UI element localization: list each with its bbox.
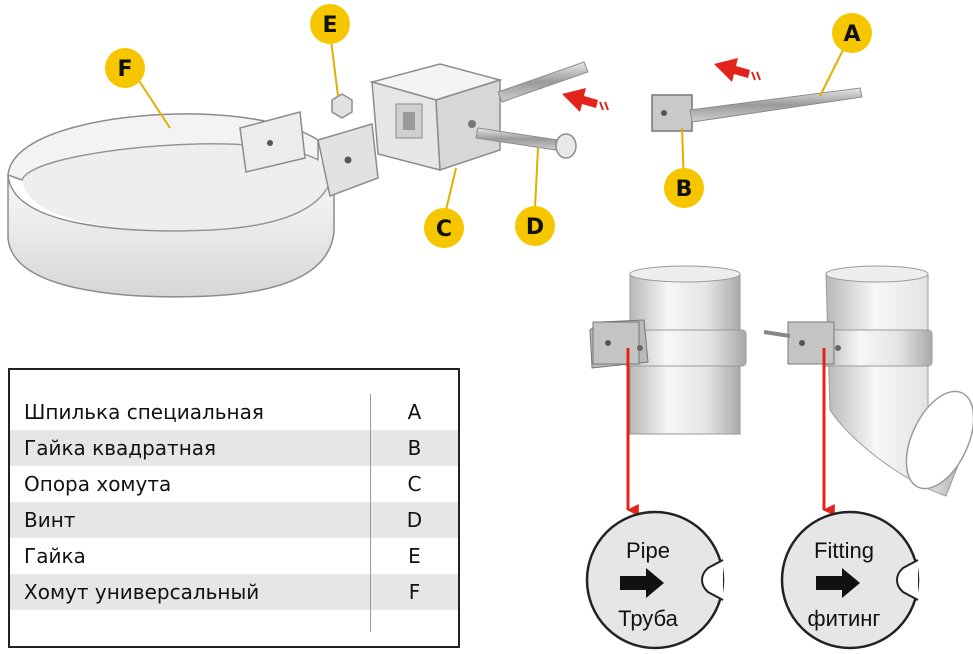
- part-code: A: [407, 400, 422, 424]
- svg-text:E: E: [322, 13, 337, 38]
- parts-legend-table: Шпилька специальная A Гайка квадратная B…: [8, 368, 460, 648]
- svg-text:C: C: [436, 217, 452, 242]
- svg-text:D: D: [526, 215, 544, 240]
- table-row: Винт D: [10, 502, 458, 538]
- right-arrow-icon: [620, 568, 664, 598]
- part-code: F: [370, 574, 458, 610]
- table-row-empty: [10, 610, 458, 632]
- screw-illustration: [475, 127, 577, 159]
- pipe-installation-illustration: [589, 265, 747, 435]
- pipe-label-en: Pipe: [626, 538, 670, 563]
- part-name: Гайка квадратная: [10, 430, 371, 466]
- callout-a: A: [832, 13, 872, 53]
- part-name: Шпилька специальная: [10, 394, 371, 430]
- table-row: Гайка квадратная B: [10, 430, 458, 466]
- fitting-label-en: Fitting: [814, 538, 874, 563]
- svg-text:B: B: [676, 177, 693, 202]
- callout-b: B: [664, 168, 704, 208]
- callout-e: E: [310, 4, 350, 44]
- detail-circle-fitting: Fitting фитинг: [780, 510, 920, 650]
- callout-d: D: [515, 206, 555, 246]
- part-code: E: [408, 544, 421, 568]
- part-name: Винт: [10, 502, 371, 538]
- svg-text:F: F: [117, 57, 132, 82]
- part-name: Гайка: [10, 538, 371, 574]
- fitting-installation-illustration: [763, 265, 973, 497]
- callout-leaders: [131, 31, 853, 211]
- clamp-support-illustration: [369, 63, 503, 172]
- part-code: C: [407, 472, 422, 496]
- special-stud-detached-illustration: [689, 87, 863, 123]
- table-row: Опора хомута C: [10, 466, 458, 502]
- assembly-arrow-upper: [714, 58, 761, 82]
- special-stud-illustration: [497, 61, 589, 103]
- square-nut-illustration: [651, 94, 693, 132]
- fitting-label-ru: фитинг: [808, 606, 881, 631]
- table-row: Хомут универсальный F: [10, 574, 458, 610]
- assembly-arrow-lower: [562, 88, 609, 112]
- part-name: Опора хомута: [10, 466, 371, 502]
- right-arrow-icon: [816, 568, 860, 598]
- part-name: Хомут универсальный: [10, 574, 371, 610]
- table-row: Шпилька специальная A: [10, 394, 458, 430]
- universal-clamp-illustration: [7, 111, 379, 298]
- pipe-label-ru: Труба: [618, 606, 679, 631]
- callout-c: C: [424, 208, 464, 248]
- table-row: Гайка E: [10, 538, 458, 574]
- part-code: D: [370, 502, 458, 538]
- nut-illustration: [331, 93, 353, 119]
- detail-circle-pipe: Pipe Труба: [585, 510, 725, 650]
- callout-f: F: [105, 48, 145, 88]
- svg-text:A: A: [843, 22, 860, 47]
- part-code: B: [370, 430, 458, 466]
